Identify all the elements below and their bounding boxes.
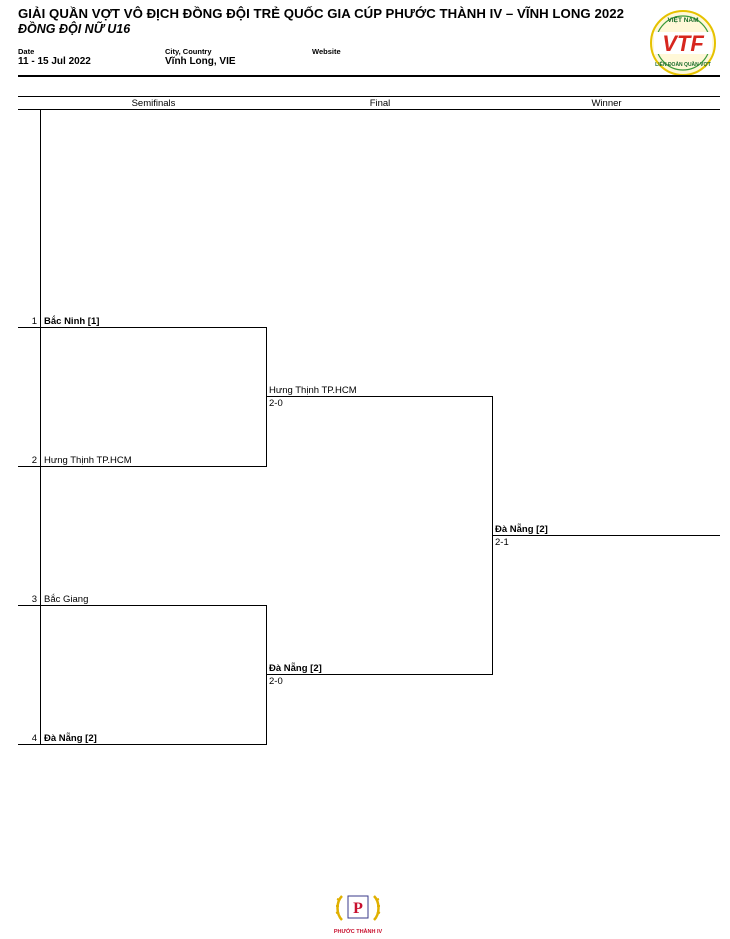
final-line-2 (267, 674, 493, 675)
city-label: City, Country (165, 47, 212, 56)
sf2-winner-team: Đà Nẵng [2] (269, 663, 322, 674)
seed-column-divider (40, 110, 41, 745)
champion-team: Đà Nẵng [2] (495, 524, 548, 535)
round-header-top-line (18, 96, 720, 97)
sf1-connector (266, 327, 267, 467)
final-line-1 (267, 396, 493, 397)
header-divider (18, 75, 720, 77)
final-connector (492, 396, 493, 675)
seed-number: 2 (31, 455, 37, 466)
date-label: Date (18, 47, 35, 56)
sf1-score: 2-0 (269, 398, 283, 409)
round-winner-header: Winner (591, 98, 622, 109)
date-value: 11 - 15 Jul 2022 (18, 56, 91, 67)
entry-line-2 (18, 466, 267, 467)
entry-team: Hưng Thịnh TP.HCM (44, 455, 132, 466)
tournament-title: GIẢI QUẦN VỢT VÔ ĐỊCH ĐỒNG ĐỘI TRẺ QUỐC … (18, 6, 624, 21)
entry-line-1 (18, 327, 267, 328)
vtf-logo-top-text: VIỆT NAM (667, 15, 698, 24)
vtf-logo-text: VTF (662, 31, 704, 56)
seed-number: 3 (31, 594, 37, 605)
entry-team: Bắc Giang (44, 594, 89, 605)
phuoc-thanh-logo-icon: P PHƯỚC THÀNH IV (334, 895, 383, 935)
entry-team: Bắc Ninh [1] (44, 316, 100, 327)
entry-line-4 (18, 744, 267, 745)
sf1-winner-team: Hưng Thịnh TP.HCM (269, 385, 357, 396)
seed-number: 1 (31, 316, 37, 327)
sponsor-logo-text: PHƯỚC THÀNH IV (334, 927, 383, 935)
winner-line (493, 535, 720, 536)
sf2-connector (266, 605, 267, 745)
round-semifinals-header: Semifinals (131, 98, 176, 109)
entry-team: Đà Nẵng [2] (44, 733, 97, 744)
city-value: Vĩnh Long, VIE (165, 56, 236, 67)
seed-number: 4 (31, 733, 37, 744)
round-final-header: Final (369, 98, 391, 109)
sf2-score: 2-0 (269, 676, 283, 687)
event-subtitle: ĐỒNG ĐỘI NỮ U16 (18, 22, 131, 36)
vtf-logo-bottom-text: LIÊN ĐOÀN QUẦN VỢT (655, 60, 711, 68)
vtf-logo-icon: VIỆT NAM VTF LIÊN ĐOÀN QUẦN VỢT (650, 10, 716, 76)
round-header-bottom-line (18, 109, 720, 110)
svg-text:P: P (353, 900, 363, 917)
entry-line-3 (18, 605, 267, 606)
website-label: Website (312, 47, 341, 56)
final-score: 2-1 (495, 537, 509, 548)
